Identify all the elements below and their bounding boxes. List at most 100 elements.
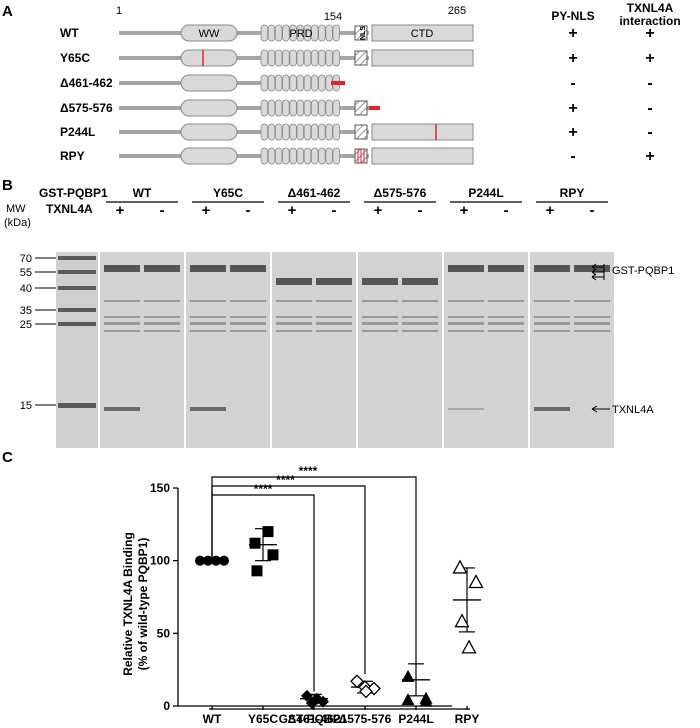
gst-band	[144, 265, 180, 272]
nls-box	[354, 124, 368, 140]
data-point	[454, 613, 470, 628]
significance-bracket	[211, 494, 315, 692]
prd-segment	[289, 24, 297, 42]
data-point	[350, 674, 364, 689]
gst-band	[488, 265, 524, 272]
pynls-result: -	[570, 75, 575, 92]
lane-minus: -	[504, 202, 509, 219]
ww-domain	[180, 99, 238, 117]
minor-band	[574, 330, 610, 332]
y-tick-label: 150	[150, 481, 170, 495]
ctd-domain	[371, 123, 474, 141]
prd-segment	[260, 24, 268, 42]
panel-b-letter: B	[2, 177, 13, 194]
prd-segment	[303, 24, 312, 42]
prd-segment	[267, 123, 276, 141]
minor-band	[448, 322, 484, 325]
prd-segment	[296, 99, 304, 117]
minor-band	[276, 322, 312, 325]
prd-segment	[282, 74, 290, 92]
data-point	[195, 555, 205, 566]
data-point	[211, 555, 221, 566]
gel-group-label: WT	[133, 186, 152, 200]
minor-band	[362, 300, 398, 302]
prd-segment	[260, 147, 268, 165]
gel-panel	[444, 252, 528, 448]
prd-segment	[318, 147, 326, 165]
data-point	[461, 639, 477, 654]
backbone	[119, 106, 369, 110]
prd-segment	[303, 147, 312, 165]
ladder-mark-label: 55	[20, 267, 32, 279]
minor-band	[534, 300, 570, 302]
data-point	[359, 684, 373, 699]
gst-band	[574, 265, 610, 272]
pynls-result: +	[568, 50, 577, 67]
lane-minus: -	[418, 202, 423, 219]
significance-label: ****	[254, 482, 273, 496]
data-point	[419, 694, 433, 707]
prd-segment	[332, 147, 340, 165]
x-axis-group-label: GST-PQBP1	[279, 712, 348, 726]
panel-a-letter: A	[2, 3, 13, 20]
minor-band	[574, 322, 610, 325]
construct-name: Δ575-576	[60, 101, 113, 115]
western-blot-gel: 705540352515WT+-Y65C+-Δ461-462+-Δ575-576…	[20, 186, 614, 448]
prd-segment	[318, 24, 326, 42]
prd-segment	[310, 99, 319, 117]
minor-band	[534, 322, 570, 325]
ruler-label-start: 1	[116, 5, 122, 17]
data-point	[251, 565, 263, 577]
header-txnl4a-line1: TXNL4A	[627, 1, 674, 15]
data-point	[267, 549, 279, 561]
prd-segment	[267, 24, 276, 42]
ww-domain	[180, 123, 238, 141]
prd-segment	[325, 99, 333, 117]
txnl4a-result: +	[645, 148, 654, 165]
ctd-domain	[371, 49, 474, 67]
prd-segment	[282, 24, 290, 42]
ladder-band	[58, 403, 96, 408]
minor-band	[402, 300, 438, 302]
lane-minus: -	[332, 202, 337, 219]
y-tick-label: 0	[163, 699, 170, 713]
x-tick-label: Δ575-576	[339, 712, 392, 726]
x-tick-label: Δ461-462	[288, 712, 341, 726]
lane-plus: +	[288, 202, 297, 219]
ladder-mark-label: 35	[20, 305, 32, 317]
pynls-result: -	[570, 148, 575, 165]
backbone	[119, 154, 369, 158]
prd-segment	[282, 123, 290, 141]
pynls-result: +	[568, 25, 577, 42]
gst-band	[402, 278, 438, 285]
prd-segment	[318, 74, 326, 92]
prd-segment	[282, 147, 290, 165]
gst-band	[362, 278, 398, 285]
minor-band	[448, 300, 484, 302]
data-point	[306, 697, 318, 710]
gel-panel	[530, 252, 614, 448]
gel-group-label: RPY	[560, 186, 585, 200]
nls-box	[354, 100, 368, 116]
prd-segment	[296, 24, 304, 42]
minor-band	[534, 316, 570, 318]
prd-segment	[318, 49, 326, 67]
construct-row: P244L+-	[60, 123, 653, 141]
construct-row: Δ575-576+-	[60, 99, 653, 117]
txnl4a-band	[534, 407, 570, 411]
prd-segment	[260, 49, 268, 67]
data-point	[401, 669, 415, 682]
construct-row: Δ461-462--	[60, 74, 653, 92]
prd-segment	[310, 49, 319, 67]
y-axis-label-line2: (% of wild-type PQBP1)	[136, 538, 150, 671]
minor-band	[104, 300, 140, 302]
construct-name: RPY	[60, 149, 85, 163]
txnl4a-band	[190, 407, 226, 411]
minor-band	[276, 316, 312, 318]
prd-segment	[274, 147, 283, 165]
gst-pqbp1-row-label: GST-PQBP1	[39, 186, 108, 200]
data-point	[401, 693, 415, 706]
panel-c-letter: C	[2, 449, 13, 466]
truncation-tail-461	[331, 81, 345, 85]
